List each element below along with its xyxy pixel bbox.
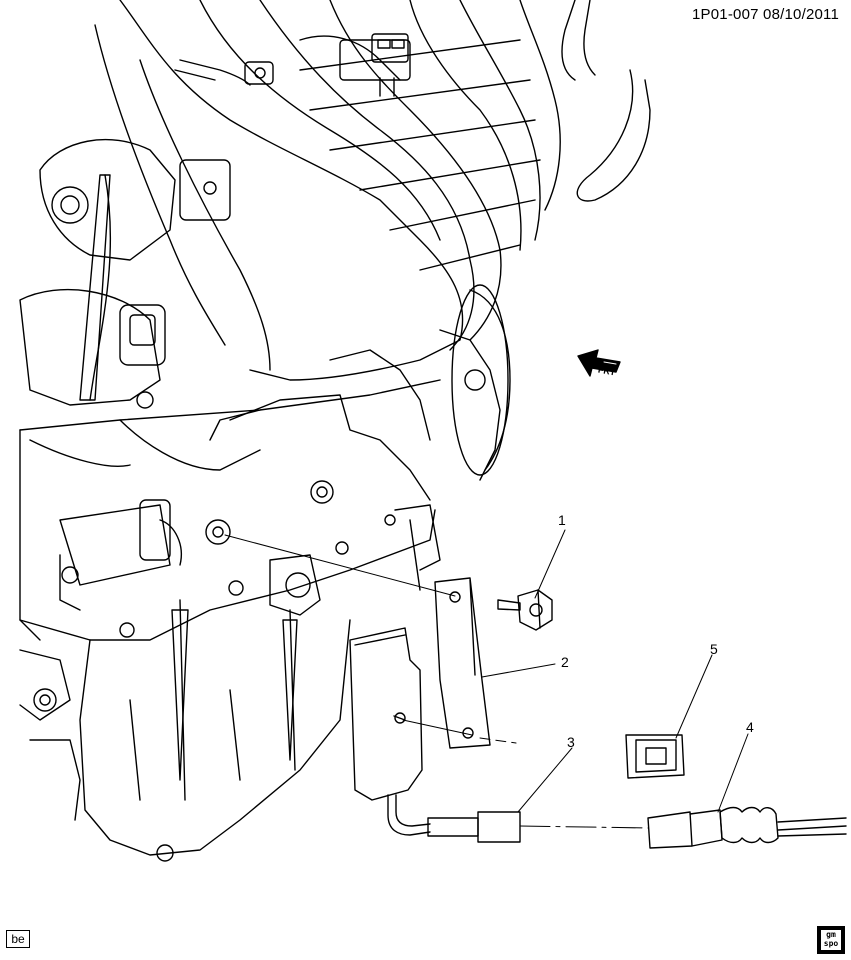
part-3-sensor-module [349,627,521,843]
be-badge: be [6,930,30,948]
part-4-connector [647,806,847,849]
front-arrow-icon [577,349,621,377]
top-hoses [174,0,651,202]
callout-2: 2 [561,654,569,670]
part-1-bolt [497,589,553,631]
callout-1: 1 [558,512,566,528]
diagram-reference-code: 1P01-007 08/10/2011 [692,6,839,23]
oil-pan [19,599,351,862]
callout-leaders [481,529,749,813]
map-sensor [339,33,411,97]
part-2-bracket [434,577,491,749]
callout-4: 4 [746,719,754,735]
callout-3: 3 [567,734,575,750]
part-5-clip [625,734,685,779]
intake-manifold [94,0,561,381]
callout-5: 5 [710,641,718,657]
engine-block [19,284,511,641]
left-bracket-assembly [19,138,231,409]
alignment-lines [224,534,649,829]
